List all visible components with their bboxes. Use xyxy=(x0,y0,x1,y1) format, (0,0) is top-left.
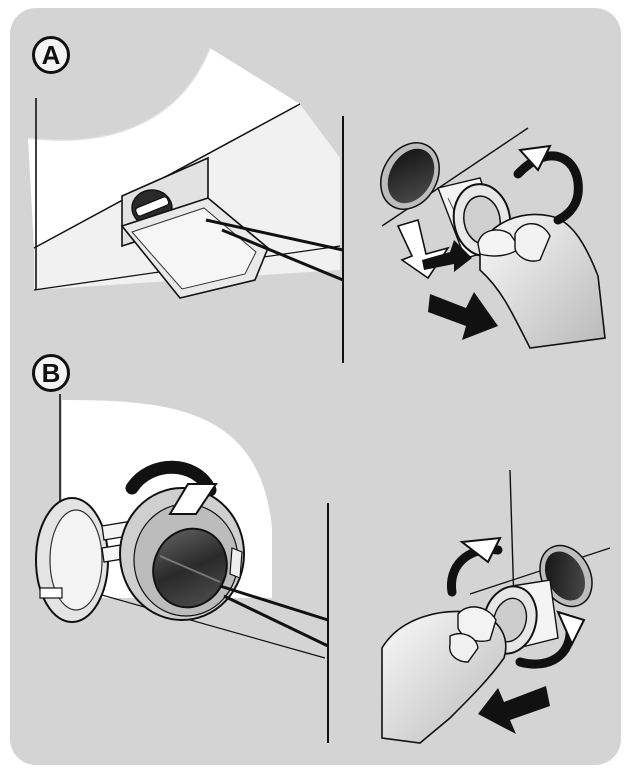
rotate-arrow-a-body xyxy=(513,151,583,225)
rotate-arrow-b-head xyxy=(168,483,218,515)
hatch-door-b xyxy=(35,497,109,623)
step-a-badge: A xyxy=(32,36,70,74)
rotate-arrow-a-head xyxy=(517,144,552,172)
illustration-canvas xyxy=(27,47,611,744)
step-a-filter-removal-illustration xyxy=(380,127,606,349)
machine-top-edge xyxy=(27,47,211,141)
removed-cap-b xyxy=(539,544,593,608)
step-a-machine-illustration xyxy=(27,47,344,363)
hand-a-finger xyxy=(514,223,551,262)
step-b-filter-insert-illustration xyxy=(381,469,611,744)
machine-base-line-b xyxy=(69,585,326,659)
instruction-panel: A B xyxy=(10,8,621,765)
rotate-arrow-b2-head xyxy=(459,536,502,564)
pull-out-arrow-a xyxy=(428,292,498,340)
step-b-badge: B xyxy=(32,354,70,392)
hand-b-thumb xyxy=(449,632,479,663)
push-in-arrow-b xyxy=(478,686,550,734)
opened-flap-inner xyxy=(131,207,257,290)
port-clip-b xyxy=(229,547,243,579)
rotate-arrow-a-lower xyxy=(396,218,450,280)
tool-line-lower xyxy=(221,228,344,282)
removed-cap-a xyxy=(380,142,440,210)
step-b-hatch-illustration xyxy=(35,394,329,743)
tool-line-b-upper xyxy=(219,584,329,622)
tool-line-upper xyxy=(205,218,344,252)
rotate-arrow-b-body xyxy=(125,460,217,497)
rotate-arrow-b2-tip xyxy=(556,610,586,647)
tool-line-b-lower xyxy=(223,594,329,648)
small-arrow-a xyxy=(422,240,472,272)
machine-body-a xyxy=(28,48,300,248)
